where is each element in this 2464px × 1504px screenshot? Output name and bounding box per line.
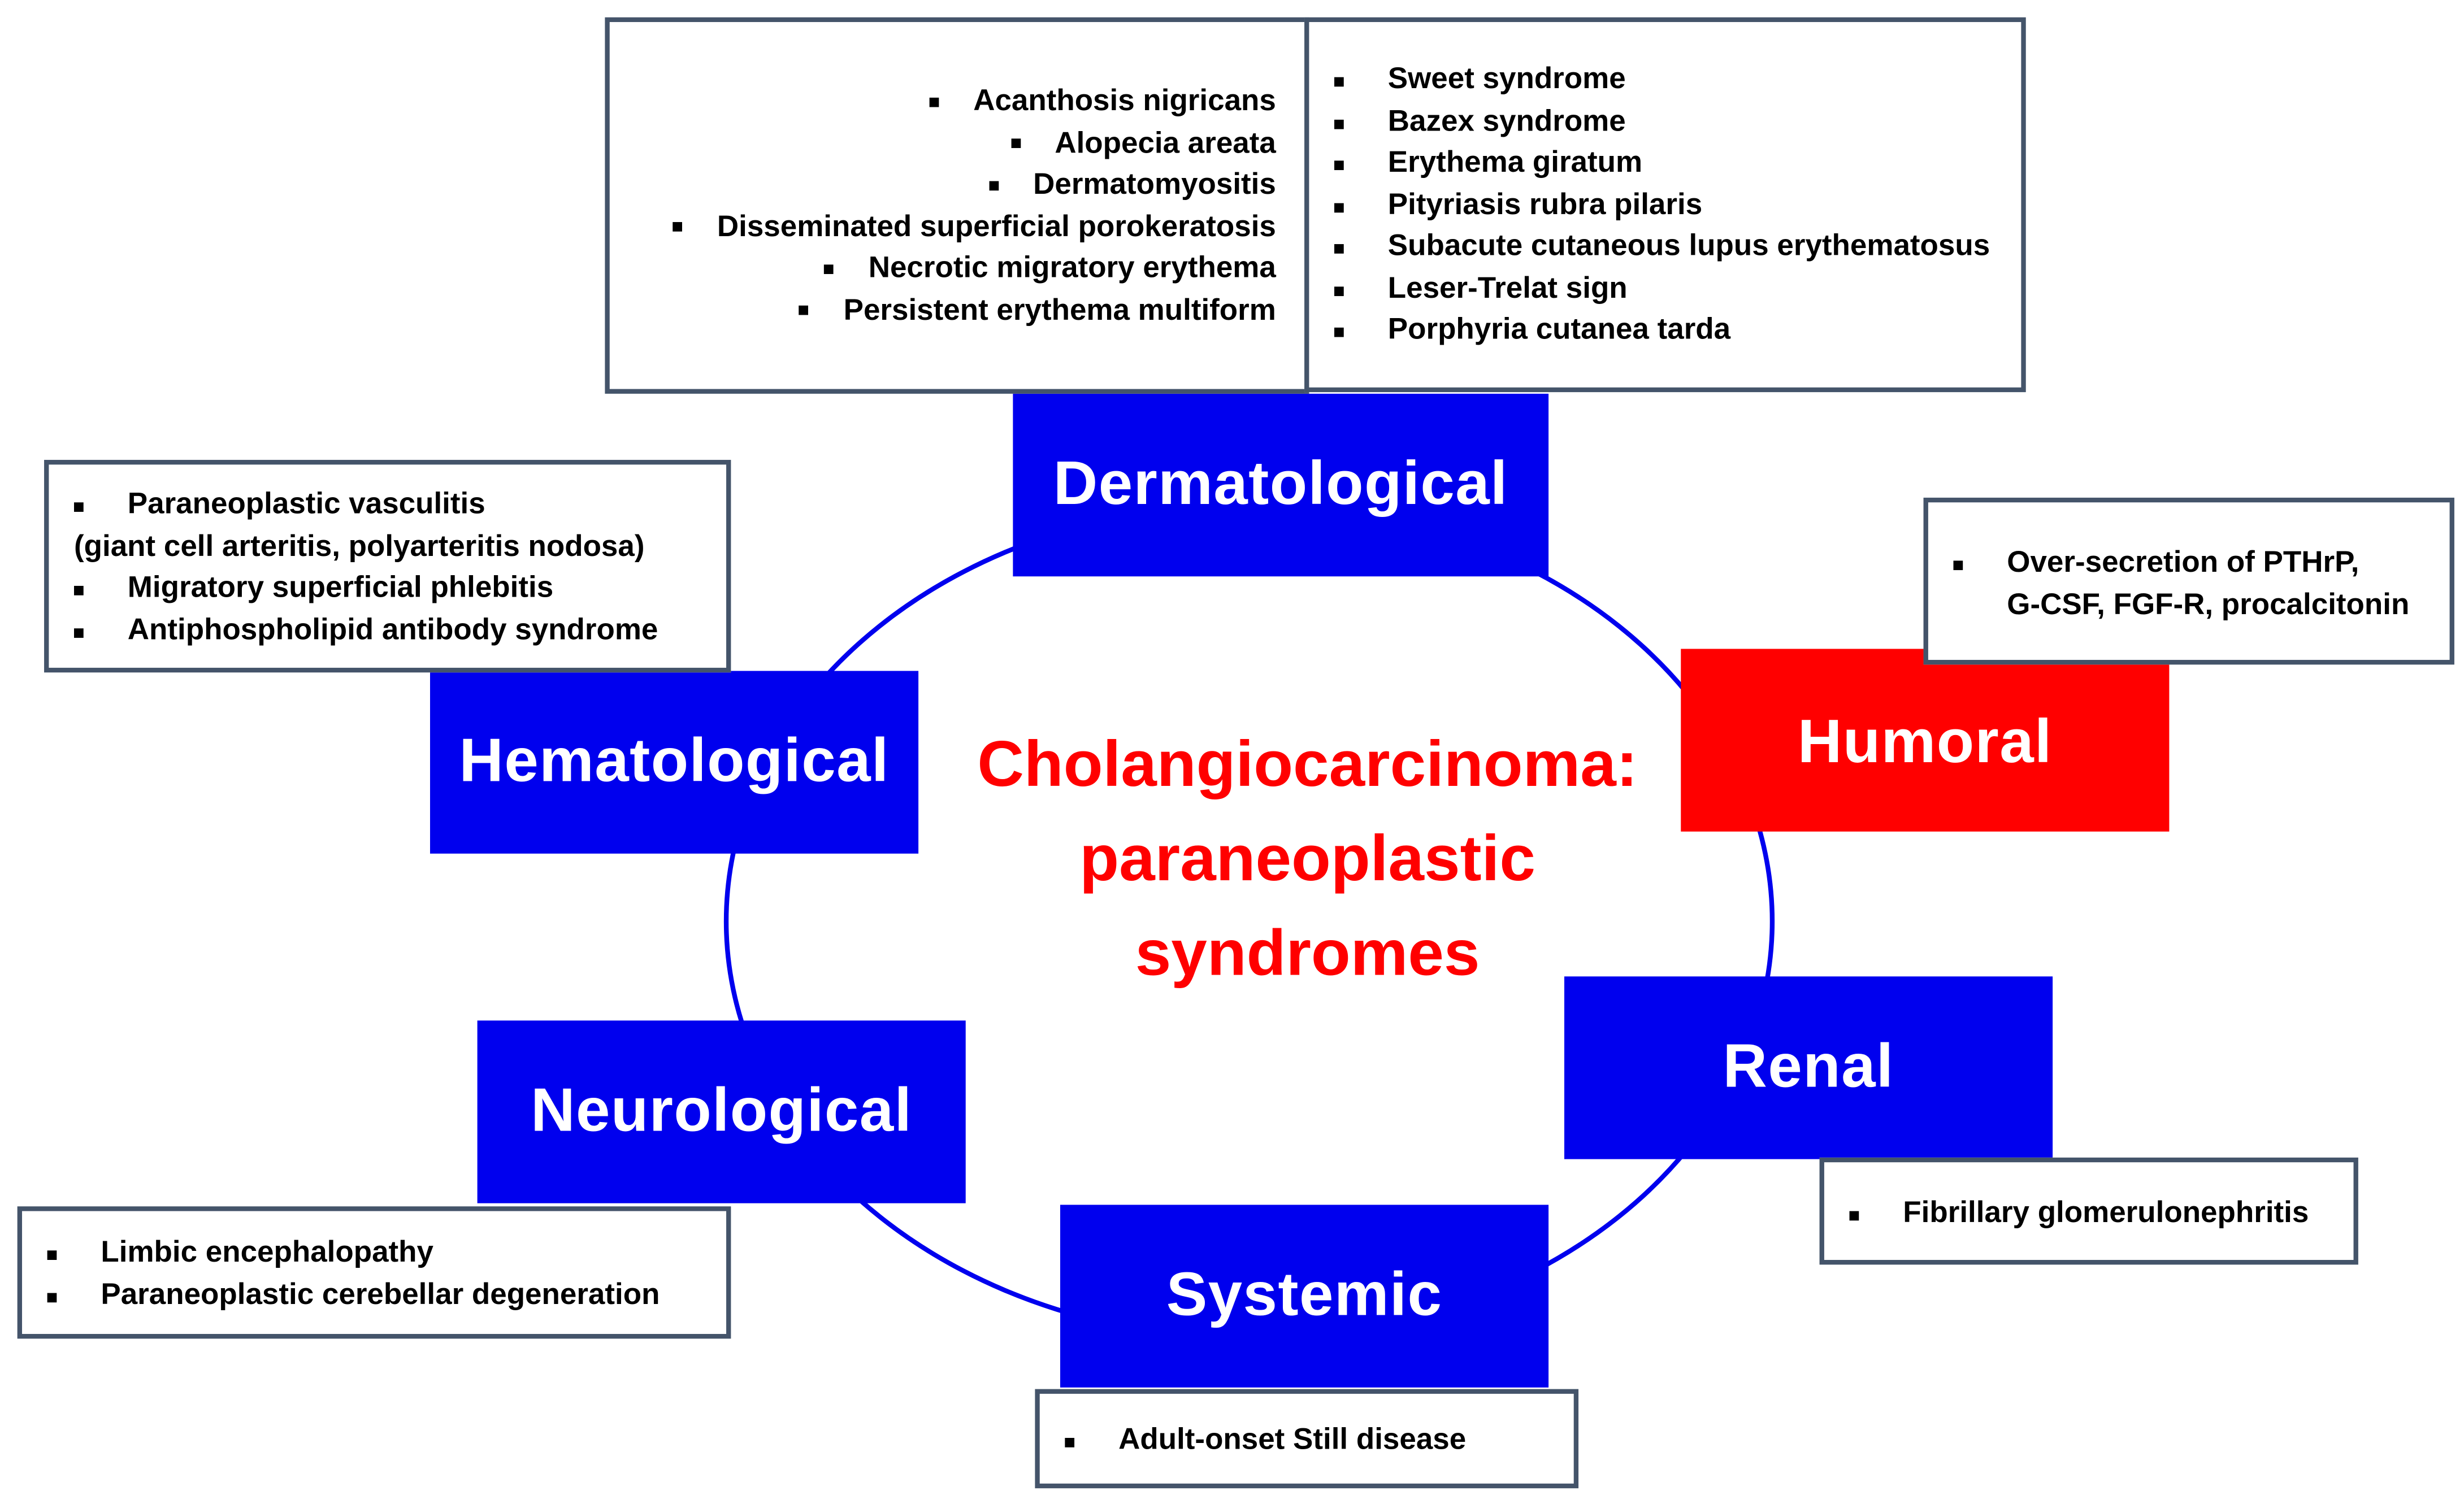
list-item: Adult-onset Still disease [1040,1420,1574,1462]
list-item: Paraneoplastic cerebellar degeneration [22,1275,726,1316]
list-item: Porphyria cutanea tarda [1309,310,2021,352]
humoral-box: Over-secretion of PTHrP, G-CSF, FGF-R, p… [1923,497,2454,665]
category-renal-label: Renal [1723,1033,1894,1101]
list-item: Fibrillary glomerulonephritis [1824,1194,2354,1236]
neurological-box: Limbic encephalopathy Paraneoplastic cer… [17,1206,731,1339]
list-item: Acanthosis nigricans [610,82,1276,124]
list-item: Alopecia areata [610,124,1276,166]
category-renal: Renal [1564,976,2053,1159]
dermatological-box-right: Sweet syndrome Bazex syndrome Erythema g… [1304,17,2026,393]
category-neurological: Neurological [477,1020,966,1203]
list-item: Antiphospholipid antibody syndrome [49,610,726,652]
center-title-line-3: syndromes [1135,916,1480,989]
category-dermatological-label: Dermatological [1053,450,1508,519]
list-item: Bazex syndrome [1309,102,2021,144]
list-item: Limbic encephalopathy [22,1233,726,1275]
list-item: Over-secretion of PTHrP, [1928,544,2450,585]
category-hematological-label: Hematological [459,727,890,796]
list-item: G-CSF, FGF-R, procalcitonin [2007,588,2410,621]
list-item: Persistent erythema multiform [610,290,1276,332]
category-dermatological: Dermatological [1013,393,1549,577]
category-systemic-label: Systemic [1166,1261,1443,1329]
list-item: Paraneoplastic vasculitis [49,485,726,527]
list-item: Dermatomyositis [610,166,1276,207]
category-systemic: Systemic [1060,1205,1549,1388]
list-item: Migratory superficial phlebitis [49,568,726,610]
hematological-box: Paraneoplastic vasculitis (giant cell ar… [44,459,731,673]
list-item: Erythema giratum [1309,144,2021,185]
category-humoral-label: Humoral [1797,708,2053,777]
renal-box: Fibrillary glomerulonephritis [1819,1157,2358,1265]
list-item: Leser-Trelat sign [1309,268,2021,310]
center-title-line-1: Cholangiocarcinoma: [977,727,1638,801]
list-item: Necrotic migratory erythema [610,249,1276,290]
systemic-box: Adult-onset Still disease [1035,1389,1579,1489]
list-item: (giant cell arteritis, polyarteritis nod… [74,529,645,563]
dermatological-box-left: Acanthosis nigricans Alopecia areata Der… [605,17,1309,394]
list-item: Subacute cutaneous lupus erythematosus [1309,227,2021,268]
category-hematological: Hematological [430,671,919,854]
list-item: Pityriasis rubra pilaris [1309,185,2021,227]
list-item: Disseminated superficial porokeratosis [610,207,1276,249]
center-title: Cholangiocarcinoma: paraneoplastic syndr… [922,716,1694,1000]
center-title-line-2: paraneoplastic [1079,822,1535,895]
category-neurological-label: Neurological [531,1077,913,1145]
category-humoral: Humoral [1681,649,2170,832]
list-item: Sweet syndrome [1309,60,2021,102]
